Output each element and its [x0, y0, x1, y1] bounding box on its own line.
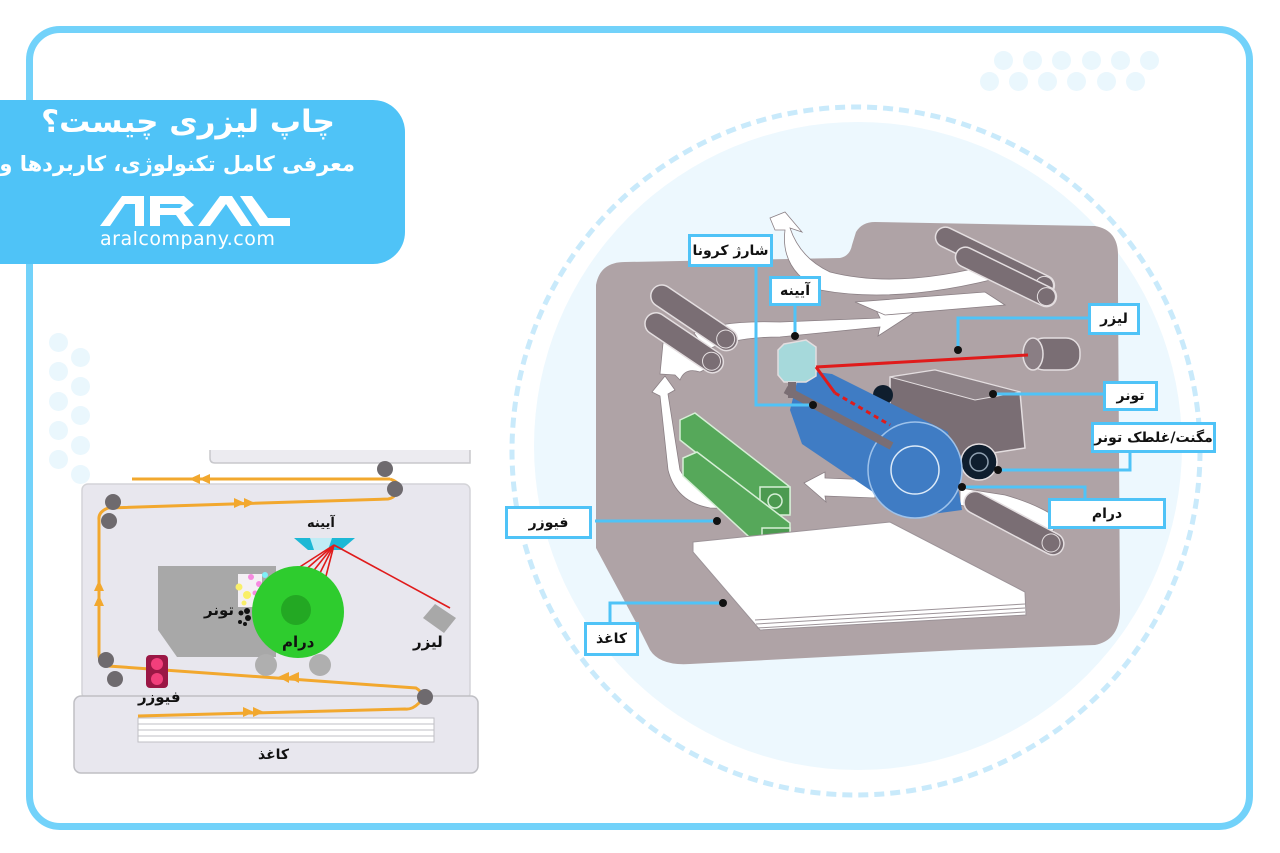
website-url: aralcompany.com: [100, 228, 276, 250]
label-drum: درام: [282, 633, 315, 651]
mirror-prism: [777, 339, 817, 398]
path-arrows: [94, 474, 299, 717]
drum: [783, 370, 963, 519]
simple-printer-diagram: آیینه تونر درام لیزر فیوزر کاغذ: [70, 450, 480, 775]
label-toner: تونر: [204, 601, 234, 619]
laser-emitter: [1022, 337, 1081, 371]
callout-corona: شارژ کرونا: [688, 234, 773, 267]
rollers: [644, 226, 1065, 556]
page-subtitle: معرفی کامل تکنولوژی، کاربردها و مزایا: [0, 152, 355, 176]
paper-stack: [137, 717, 435, 743]
callout-dots: [713, 332, 1002, 607]
fuser-unit: [146, 655, 168, 688]
callout-magnet-roller: مگنت/غلطک تونر: [1091, 422, 1216, 453]
title-card: چاپ لیزری چیست؟ معرفی کامل تکنولوژی، کار…: [0, 100, 405, 264]
laser-unit: [423, 604, 456, 633]
magnet-roller: [960, 443, 998, 481]
paper-stack: [692, 521, 1027, 631]
callout-fuser: فیوزر: [505, 506, 592, 539]
callout-toner: تونر: [1103, 381, 1158, 411]
aral-logo: [100, 196, 290, 226]
callout-paper: کاغذ: [584, 622, 639, 656]
callout-drum: درام: [1048, 498, 1166, 529]
label-fuser: فیوزر: [138, 688, 181, 706]
outer-frame: [26, 26, 1253, 830]
callout-mirror: آیینه: [769, 276, 821, 306]
output-tray: [209, 450, 471, 464]
callout-laser: لیزر: [1088, 303, 1140, 335]
drum-roller: [309, 654, 331, 676]
label-paper: کاغذ: [258, 747, 290, 763]
rollers: [98, 461, 433, 705]
callout-connectors: [595, 265, 1132, 627]
label-mirror: آیینه: [307, 516, 335, 531]
label-laser: لیزر: [413, 633, 443, 651]
page-title: چاپ لیزری چیست؟: [41, 104, 335, 140]
drum-roller: [255, 654, 277, 676]
laser-beam: [814, 353, 1029, 427]
